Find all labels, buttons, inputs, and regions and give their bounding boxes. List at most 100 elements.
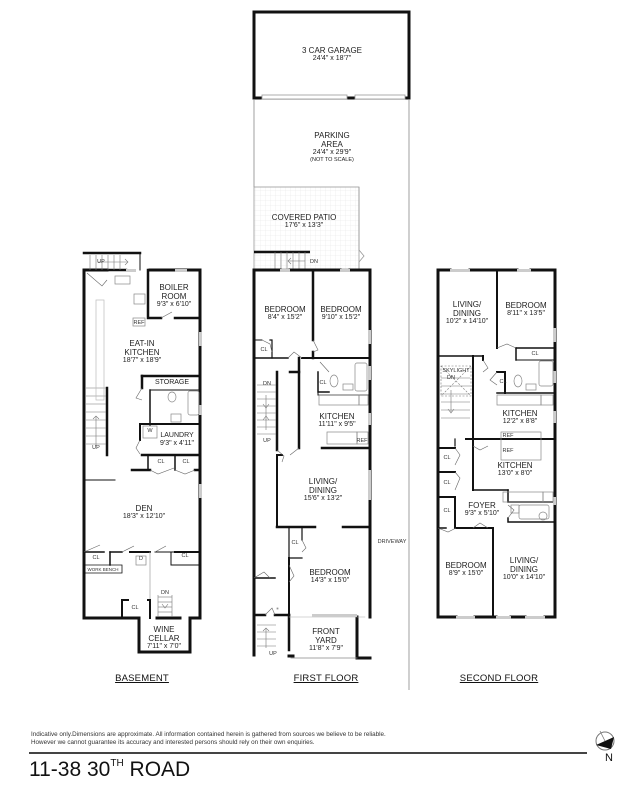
laundry-label: LAUNDRY 9'3" x 4'11": [160, 432, 194, 448]
driveway-label: DRIVEWAY: [377, 539, 407, 545]
front-yard-name-2: YARD: [315, 636, 337, 645]
dryer-label: D: [139, 556, 143, 562]
front-yard-dims: 11'8" x 7'9": [309, 645, 343, 652]
sf-ref-label-1: REF: [502, 433, 514, 439]
sf-living-a-name-2: DINING: [452, 309, 481, 318]
sf-kitchen-a-name: KITCHEN: [502, 409, 538, 418]
sf-ref-label-2: REF: [502, 448, 514, 454]
sf-closet-1: CL: [531, 351, 539, 357]
ff-dn-label: DN: [263, 381, 271, 387]
sf-kitchen-b-dims: 13'0" x 8'0": [497, 470, 533, 477]
sf-living-b-label: LIVING/ DINING 10'0" x 14'10": [503, 556, 545, 582]
patio-dims: 17'6" x 13'3": [284, 222, 324, 229]
basement-stairs: [86, 255, 173, 617]
first-floor-title: FIRST FLOOR: [293, 673, 359, 684]
garage-label: 3 CAR GARAGE 24'4" x 18'7": [302, 46, 362, 63]
washer-label: W: [147, 428, 153, 434]
basement-closet-1: CL: [157, 459, 165, 465]
sf-kitchen-b-label: KITCHEN 13'0" x 8'0": [497, 461, 532, 478]
sf-living-a-name-1: LIVING/: [452, 300, 482, 309]
basement-ref-label: REF: [133, 320, 145, 326]
basement-closet-4: CL: [181, 553, 189, 559]
disclaimer-line-1: Indicative only.Dimensions are approxima…: [31, 731, 386, 738]
second-floor-fixtures: [496, 360, 554, 521]
skylight-label: SKYLIGHT: [442, 368, 470, 374]
wine-dims: 7'11" x 7'0": [147, 643, 181, 650]
boiler-name-1: BOILER: [159, 283, 189, 292]
ff-up-label: UP: [263, 438, 271, 444]
ff-living-label: LIVING/ DINING 15'6" x 13'2": [304, 477, 342, 503]
covered-patio: [253, 186, 365, 270]
foyer-label: FOYER 9'3" x 5'10": [465, 501, 500, 518]
ff-closet-2: CL: [319, 380, 327, 386]
second-floor-stairs: [440, 365, 472, 419]
ff-closet-3: CL: [291, 540, 299, 546]
property-address: 11-38 30TH ROAD: [29, 758, 190, 782]
storage-name: STORAGE: [154, 379, 190, 386]
ff-bedroom-a-name: BEDROOM: [264, 305, 306, 314]
ff-kitchen-dims: 11'11" x 9'5": [318, 421, 356, 428]
basement-closet-3: CL: [92, 555, 100, 561]
compass-icon: [595, 730, 615, 751]
parking-area: [253, 100, 410, 690]
parking-name-2: AREA: [321, 140, 343, 149]
patio-label: COVERED PATIO 17'6" x 13'3": [272, 213, 337, 230]
garage-outline: [252, 10, 411, 100]
ff-living-name-1: LIVING/: [308, 477, 338, 486]
den-name: DEN: [135, 504, 153, 513]
sf-living-b-name-2: DINING: [509, 565, 538, 574]
laundry-dims: 9'3" x 4'11": [160, 440, 194, 447]
ff-closet-1: CL: [260, 347, 268, 353]
ff-kitchen-name: KITCHEN: [319, 412, 355, 421]
basement-title: BASEMENT: [115, 673, 169, 684]
sf-closet-2: CL: [499, 379, 507, 385]
patio-stairs: [254, 250, 310, 269]
ff-bedroom-a-dims: 8'4" x 15'2": [267, 314, 303, 321]
sf-kitchen-b-name: KITCHEN: [497, 461, 533, 470]
second-floor-windows: [450, 269, 556, 619]
ff-up-label-2: UP: [269, 651, 277, 657]
foyer-dims: 9'3" x 5'10": [464, 510, 500, 517]
basement-windows: [126, 269, 202, 498]
basement-dn-label: DN: [161, 590, 169, 596]
den-dims: 18'3" x 12'10": [122, 513, 166, 520]
parking-dims: 24'4" x 29'9": [312, 149, 352, 156]
eat-in-kitchen-label: EAT-IN KITCHEN 18'7" x 18'9": [123, 339, 161, 365]
sf-living-b-dims: 10'0" x 14'10": [502, 574, 546, 581]
work-bench-label: WORK BENCH: [87, 567, 119, 572]
ff-living-name-2: DINING: [308, 486, 337, 495]
ff-bedroom-c-name: BEDROOM: [309, 568, 351, 577]
ff-kitchen-label: KITCHEN 11'11" x 9'5": [318, 412, 355, 429]
sf-bedroom-a-dims: 8'11" x 13'5": [507, 310, 545, 317]
front-yard-name-1: FRONT: [312, 627, 340, 636]
first-floor-stairs: [257, 384, 276, 648]
basement-closet-2: CL: [182, 459, 190, 465]
front-yard-label: FRONT YARD 11'8" x 7'9": [309, 627, 343, 653]
wine-name-2: CELLAR: [148, 634, 180, 643]
kitchen-name-2: KITCHEN: [124, 348, 160, 357]
address-street: ROAD: [129, 758, 191, 781]
garage-name: 3 CAR GARAGE: [301, 46, 363, 55]
first-floor-walls: [252, 268, 372, 660]
ff-bedroom-b-dims: 9'10" x 15'2": [321, 314, 361, 321]
sf-living-b-name-1: LIVING/: [509, 556, 539, 565]
parking-note: (NOT TO SCALE): [310, 157, 354, 163]
address-number: 11-38 30: [29, 758, 111, 781]
sf-dn-label: DN: [447, 375, 455, 381]
sf-closet-5: CL: [443, 508, 451, 514]
kitchen-dims: 18'7" x 18'9": [122, 357, 162, 364]
sf-bedroom-a-label: BEDROOM 8'11" x 13'5": [505, 301, 546, 318]
disclaimer-line-2: However we cannot guarantee its accuracy…: [31, 739, 315, 746]
basement-up-label: UP: [97, 259, 105, 265]
ff-bedroom-b-name: BEDROOM: [320, 305, 362, 314]
basement-closet-5: CL: [131, 605, 139, 611]
basement-fixtures: [95, 275, 200, 566]
sf-living-a-dims: 10'2" x 14'10": [445, 318, 489, 325]
parking-label: PARKING AREA 24'4" x 29'9" (NOT TO SCALE…: [310, 131, 354, 164]
first-floor-windows: [280, 269, 371, 617]
ff-living-dims: 15'6" x 13'2": [303, 495, 343, 502]
sf-bedroom-b-label: BEDROOM 8'9" x 15'0": [445, 561, 486, 578]
patio-dn-label: DN: [310, 259, 318, 265]
sf-closet-3: CL: [443, 455, 451, 461]
